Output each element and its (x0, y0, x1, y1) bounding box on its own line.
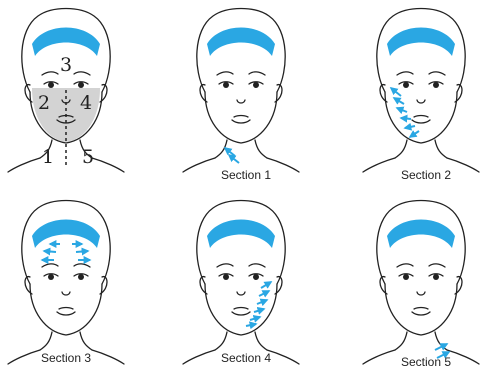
caption-section-2: Section 2 (401, 168, 451, 182)
massage-arrows (391, 88, 419, 137)
caption-section-5: Section 5 (401, 355, 451, 369)
panel-section-1 (183, 9, 299, 173)
headband (207, 220, 275, 249)
headband (32, 220, 100, 249)
zone-label-2: 2 (38, 92, 50, 114)
panel-overview (8, 9, 124, 173)
zone-label-3: 3 (60, 54, 72, 76)
headband (207, 28, 275, 57)
right-eye (253, 82, 259, 88)
left-eye (223, 82, 229, 88)
right-eye (78, 274, 84, 280)
headband (387, 28, 455, 57)
zone-label-4: 4 (80, 92, 92, 114)
left-eye (48, 82, 54, 88)
left-eye (48, 274, 54, 280)
zone-label-1: 1 (42, 146, 54, 168)
massage-arrows (246, 282, 271, 326)
left-eye (403, 82, 409, 88)
right-eye (433, 82, 439, 88)
caption-section-4: Section 4 (221, 351, 271, 365)
panel-section-2 (363, 9, 479, 173)
panel-section-3 (8, 201, 124, 365)
panel-section-4 (183, 201, 299, 365)
headband (32, 28, 100, 57)
headband (387, 220, 455, 249)
left-eye (403, 274, 409, 280)
right-eye (253, 274, 259, 280)
panel-section-5 (363, 201, 479, 365)
massage-arrows (42, 244, 90, 260)
caption-section-3: Section 3 (41, 351, 91, 365)
right-eye (433, 274, 439, 280)
left-eye (223, 274, 229, 280)
zone-label-5: 5 (82, 146, 94, 168)
caption-section-1: Section 1 (221, 168, 271, 182)
massage-arrows (225, 148, 239, 163)
right-eye (78, 82, 84, 88)
